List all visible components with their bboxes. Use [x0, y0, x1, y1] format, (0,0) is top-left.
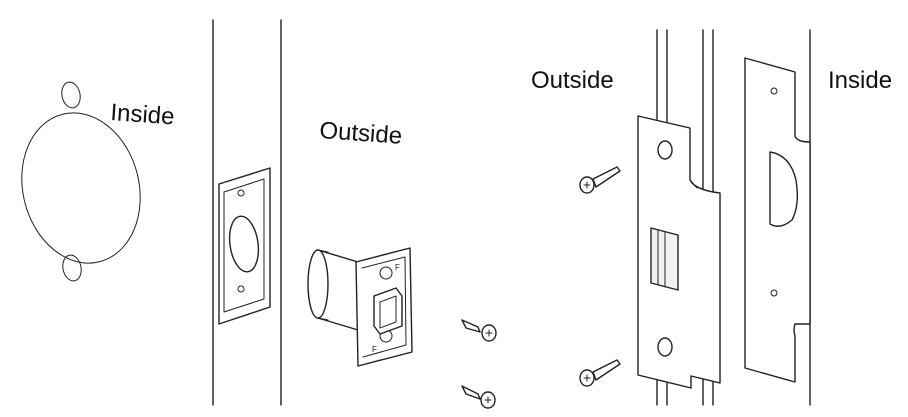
strike-plate — [637, 115, 721, 389]
door-edge — [212, 19, 282, 406]
strike-screw-top — [579, 166, 621, 194]
inside-label-right: Inside — [828, 67, 892, 94]
latch-assembly: F F — [307, 247, 413, 367]
outside-label-right: Outside — [531, 67, 614, 94]
door-face-bore-holes — [21, 81, 141, 282]
latch-screw-top — [461, 319, 497, 342]
latch-stamp-bottom: F — [372, 345, 377, 354]
inside-label-left: Inside — [110, 99, 176, 130]
strike-mortise — [744, 57, 811, 383]
cross-bore-hole — [21, 112, 141, 264]
strike-screw-bottom — [579, 359, 621, 387]
latch-stamp-top: F — [395, 263, 400, 272]
outside-label-center: Outside — [319, 117, 403, 150]
latch-screw-bottom — [461, 385, 496, 409]
small-bolt-hole-bottom — [62, 254, 82, 282]
small-bolt-hole-top — [61, 81, 81, 109]
